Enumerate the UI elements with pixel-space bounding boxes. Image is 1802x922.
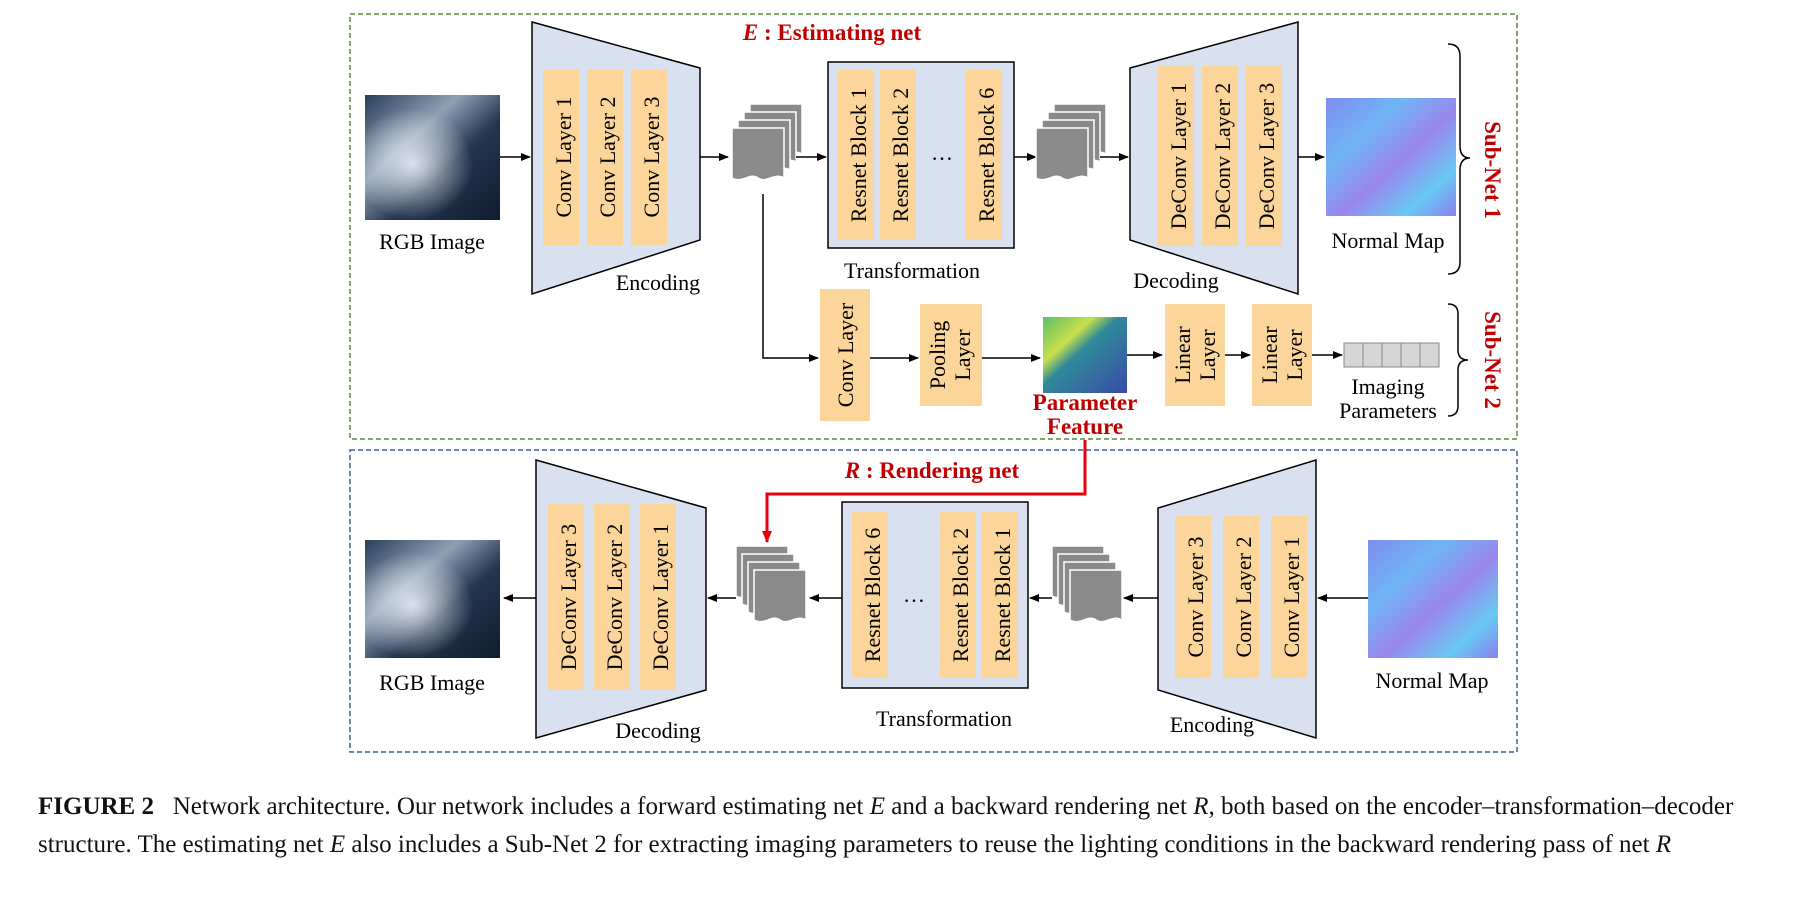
figure-caption: FIGURE 2 Network architecture. Our netwo… <box>38 793 1734 858</box>
svg-text:Resnet Block 6: Resnet Block 6 <box>860 528 885 662</box>
estimating-net-border <box>349 13 1518 440</box>
svg-text:Resnet Block 2: Resnet Block 2 <box>948 528 973 662</box>
subnet2-pooling-layer: Pooling Layer <box>920 304 982 406</box>
svg-text:Linear: Linear <box>1257 326 1282 384</box>
normal-map-input-label: Normal Map <box>1375 668 1488 693</box>
subnet1-brace <box>1447 43 1471 275</box>
resnet-ellipsis: … <box>931 140 953 165</box>
decoder-label: Decoding <box>1133 268 1219 293</box>
svg-text:DeConv Layer 2: DeConv Layer 2 <box>602 524 627 671</box>
imaging-parameters-label-line2: Parameters <box>1339 398 1437 423</box>
feature-maps-icon <box>1035 103 1107 181</box>
subnet2-conv-layer: Conv Layer <box>820 289 870 421</box>
render-resnet-block-1: Resnet Block 1 <box>982 512 1018 678</box>
render-conv-layer-2: Conv Layer 2 <box>1223 516 1259 678</box>
render-conv-layer-3: Conv Layer 3 <box>1175 516 1211 678</box>
subnet1-label: Sub-Net 1 <box>1480 121 1505 219</box>
normal-map-output <box>1326 98 1456 216</box>
figure-label: FIGURE 2 <box>38 793 154 820</box>
render-decoder-label: Decoding <box>615 718 701 743</box>
render-conv-layer-1: Conv Layer 1 <box>1271 516 1307 678</box>
subnet2-brace <box>1447 303 1469 417</box>
render-deconv-layer-3: DeConv Layer 3 <box>548 504 584 690</box>
svg-text:Resnet Block 1: Resnet Block 1 <box>990 528 1015 662</box>
svg-text:Layer: Layer <box>950 329 975 381</box>
rgb-output-image <box>365 540 500 658</box>
render-encoder-label: Encoding <box>1170 712 1254 737</box>
render-transformation-label: Transformation <box>876 706 1012 731</box>
conv-layer-2: Conv Layer 2 <box>587 70 623 245</box>
svg-text:DeConv Layer 2: DeConv Layer 2 <box>1210 83 1235 230</box>
imaging-parameters-label-line1: Imaging <box>1351 374 1424 399</box>
svg-text:Resnet Block 2: Resnet Block 2 <box>888 88 913 222</box>
estimating-net-title: E : Estimating net <box>742 20 922 45</box>
svg-text:DeConv Layer 1: DeConv Layer 1 <box>648 524 673 671</box>
rendering-net-title: R : Rendering net <box>844 458 1020 483</box>
svg-text:Layer: Layer <box>1282 329 1307 381</box>
deconv-layer-3: DeConv Layer 3 <box>1246 66 1282 246</box>
rgb-output-label: RGB Image <box>379 670 485 695</box>
parameter-feature-label-line1: Parameter <box>1033 390 1138 415</box>
svg-text:Conv Layer 2: Conv Layer 2 <box>595 97 620 218</box>
svg-text:Linear: Linear <box>1170 326 1195 384</box>
svg-text:Conv Layer 3: Conv Layer 3 <box>639 97 664 218</box>
svg-text:Resnet Block 6: Resnet Block 6 <box>974 88 999 222</box>
rendering-net-border <box>349 449 1518 753</box>
svg-text:DeConv Layer 3: DeConv Layer 3 <box>1254 83 1279 230</box>
svg-text:Conv Layer 2: Conv Layer 2 <box>1231 537 1256 658</box>
render-resnet-ellipsis: … <box>903 582 925 607</box>
render-resnet-block-6: Resnet Block 6 <box>852 512 888 678</box>
svg-text:Conv Layer 1: Conv Layer 1 <box>1279 537 1304 658</box>
resnet-block-6: Resnet Block 6 <box>966 70 1002 240</box>
rgb-input-image <box>365 95 500 220</box>
reuse-feature-arrow <box>762 440 1087 543</box>
svg-text:Conv Layer 3: Conv Layer 3 <box>1183 537 1208 658</box>
transformation-label: Transformation <box>844 258 980 283</box>
parameter-feature-label-line2: Feature <box>1047 414 1123 439</box>
conv-layer-3: Conv Layer 3 <box>631 70 667 245</box>
svg-text:DeConv Layer 1: DeConv Layer 1 <box>1166 83 1191 230</box>
network-diagram: E : Estimating net RGB Image Conv Layer … <box>349 13 1518 753</box>
svg-text:DeConv Layer 3: DeConv Layer 3 <box>556 524 581 671</box>
feature-maps-icon <box>735 545 807 623</box>
conv-layer-1: Conv Layer 1 <box>543 70 579 245</box>
subnet2-linear-layer-2: Linear Layer <box>1252 304 1312 406</box>
resnet-block-1: Resnet Block 1 <box>838 70 874 240</box>
resnet-block-2: Resnet Block 2 <box>880 70 916 240</box>
svg-text:Pooling: Pooling <box>925 321 950 389</box>
subnet2-label: Sub-Net 2 <box>1480 311 1505 409</box>
render-deconv-layer-1: DeConv Layer 1 <box>640 504 676 690</box>
rgb-input-label: RGB Image <box>379 229 485 254</box>
imaging-parameters-vector <box>1343 342 1440 368</box>
normal-map-input <box>1368 540 1498 658</box>
feature-maps-icon <box>1051 545 1123 623</box>
render-resnet-block-2: Resnet Block 2 <box>940 512 976 678</box>
parameter-feature-image <box>1043 317 1127 393</box>
deconv-layer-1: DeConv Layer 1 <box>1158 66 1194 246</box>
subnet2-linear-layer-1: Linear Layer <box>1165 304 1225 406</box>
encoder-label: Encoding <box>616 270 700 295</box>
svg-text:Conv Layer 1: Conv Layer 1 <box>551 97 576 218</box>
deconv-layer-2: DeConv Layer 2 <box>1202 66 1238 246</box>
render-deconv-layer-2: DeConv Layer 2 <box>594 504 630 690</box>
svg-text:Resnet Block 1: Resnet Block 1 <box>846 88 871 222</box>
normal-map-output-label: Normal Map <box>1331 228 1444 253</box>
svg-text:Conv Layer: Conv Layer <box>833 302 858 407</box>
feature-maps-icon <box>731 103 803 181</box>
svg-text:Layer: Layer <box>1195 329 1220 381</box>
